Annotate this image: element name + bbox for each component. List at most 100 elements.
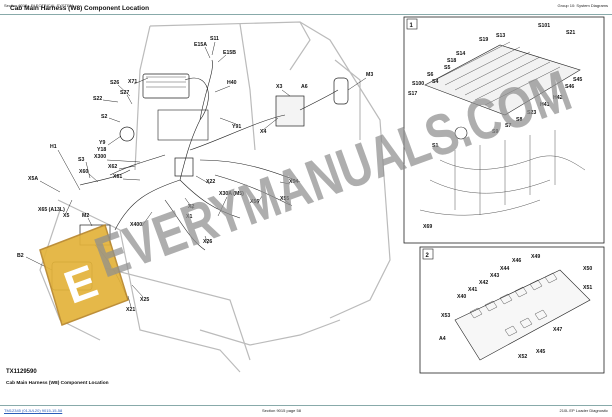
label-s14: S14	[456, 51, 465, 57]
fuse-relay-board	[454, 269, 591, 361]
label-s46: S46	[565, 84, 574, 90]
label-x5a: X5A	[28, 176, 38, 182]
label-x42: X42	[479, 280, 488, 286]
label-x50: X50	[583, 266, 592, 272]
label-s100: S100	[412, 81, 424, 87]
label-x47: X47	[553, 327, 562, 333]
label-x69: X69	[423, 224, 432, 230]
inset-panel-1: 1 S101 S21 S19 S13 S14 S18 S5 S100 S6 S4…	[403, 16, 605, 244]
label-s1: S1	[432, 143, 438, 149]
label-x22: X22	[206, 179, 215, 185]
label-x43: X43	[490, 273, 499, 279]
label-x60: X60	[79, 169, 88, 175]
label-a4: A4	[439, 336, 446, 342]
label-s3: S3	[78, 157, 84, 163]
switch-bank	[424, 44, 581, 116]
label-x49: X49	[531, 254, 540, 260]
header-right: Group 10: System Diagrams	[557, 3, 608, 8]
label-x5: X5	[63, 213, 69, 219]
watermark-logo	[39, 224, 129, 326]
fuse-block	[157, 109, 209, 141]
label-a6: A6	[301, 84, 308, 90]
connector-block	[174, 157, 194, 177]
label-s4: S4	[432, 79, 438, 85]
figure-id: TX1129590	[6, 369, 37, 375]
label-m3: M3	[366, 72, 373, 78]
inset-panel-2: 2 X49 X46 X44 X43 X42 X41 X40 X50 X51 X5…	[419, 246, 605, 374]
header-left: Section 9015 - ELECTRICAL SYSTEM	[4, 3, 73, 8]
main-labels: E15A S11 E15B S26 X71 H40 S27 M3 S22 X3 …	[17, 36, 373, 313]
header-rule	[0, 14, 612, 15]
label-s23: S23	[527, 110, 536, 116]
footer-rule	[0, 405, 612, 406]
label-s2: S2	[101, 114, 107, 120]
inset-panel-2-number: 2	[426, 253, 430, 259]
label-s17: S17	[408, 91, 417, 97]
label-s45: S45	[573, 77, 582, 83]
switch-s1	[454, 126, 468, 140]
label-y18: Y18	[97, 147, 106, 153]
label-e15a: E15A	[194, 42, 207, 48]
label-s5: S5	[444, 65, 450, 71]
label-x55: X55	[280, 196, 289, 202]
switch-panel	[142, 73, 190, 99]
component-y9	[119, 126, 135, 142]
label-s27: S27	[120, 90, 129, 96]
label-s22: S22	[93, 96, 102, 102]
label-x56: X56	[250, 199, 259, 205]
footer-left-link[interactable]: TM12345 (01JUL20) 9015-15-58	[4, 408, 63, 413]
label-x40: X40	[457, 294, 466, 300]
label-y91: Y91	[232, 124, 241, 130]
label-h1: H1	[50, 144, 57, 150]
label-x53: X53	[441, 313, 450, 319]
inset-panel-1-number: 1	[410, 23, 414, 29]
label-x3: X3	[276, 84, 282, 90]
label-h41: H41	[540, 102, 550, 108]
label-x52: X52	[518, 354, 527, 360]
label-h40: H40	[227, 80, 237, 86]
label-m2: M2	[82, 213, 89, 219]
label-b2: B2	[17, 253, 24, 259]
label-x400: X400	[130, 222, 142, 228]
label-x26: X26	[203, 239, 212, 245]
footer-right: 210L EP Loader Diagnostic	[559, 408, 608, 413]
label-s101: S101	[538, 23, 550, 29]
label-x65: X65 (A13L)	[38, 207, 65, 213]
label-s8: S8	[516, 117, 522, 123]
label-x41: X41	[468, 287, 477, 293]
label-x4: X4	[260, 129, 266, 135]
label-h42: H42	[553, 95, 563, 101]
cab-outline	[39, 21, 391, 373]
label-x44: X44	[500, 266, 509, 272]
label-x1: X1	[186, 214, 192, 220]
inset-panel-1-badge	[406, 18, 418, 30]
label-x45: X45	[536, 349, 545, 355]
label-x62: X62	[108, 164, 117, 170]
leader-lines	[25, 41, 367, 308]
label-s18: S18	[447, 58, 456, 64]
label-y9: Y9	[99, 140, 105, 146]
label-x2: X2	[188, 204, 194, 210]
label-x51: X51	[583, 285, 592, 291]
controller-x3	[275, 95, 305, 127]
label-s21: S21	[566, 30, 575, 36]
label-s7: S7	[505, 123, 511, 129]
label-x61: X61	[113, 174, 122, 180]
label-s6: S6	[427, 72, 433, 78]
label-x30a: X30A (M5)	[219, 191, 244, 197]
figure-caption: Cab Main Harness (W8) Component Location	[6, 380, 109, 386]
label-s13: S13	[496, 33, 505, 39]
label-s19: S19	[479, 37, 488, 43]
footer-center: Section 9015 page 58	[262, 408, 301, 413]
motor-m3	[333, 77, 349, 105]
label-x25: X25	[140, 297, 149, 303]
label-x300: X300	[94, 154, 106, 160]
page-title: Cab Main Harness (W8) Component Location	[10, 5, 150, 12]
label-x71: X71	[128, 79, 137, 85]
label-x46: X46	[512, 258, 521, 264]
label-x21: X21	[126, 307, 135, 313]
inset-panel-2-badge	[422, 248, 434, 260]
label-s26: S26	[110, 80, 119, 86]
label-e15b: E15B	[223, 50, 236, 56]
